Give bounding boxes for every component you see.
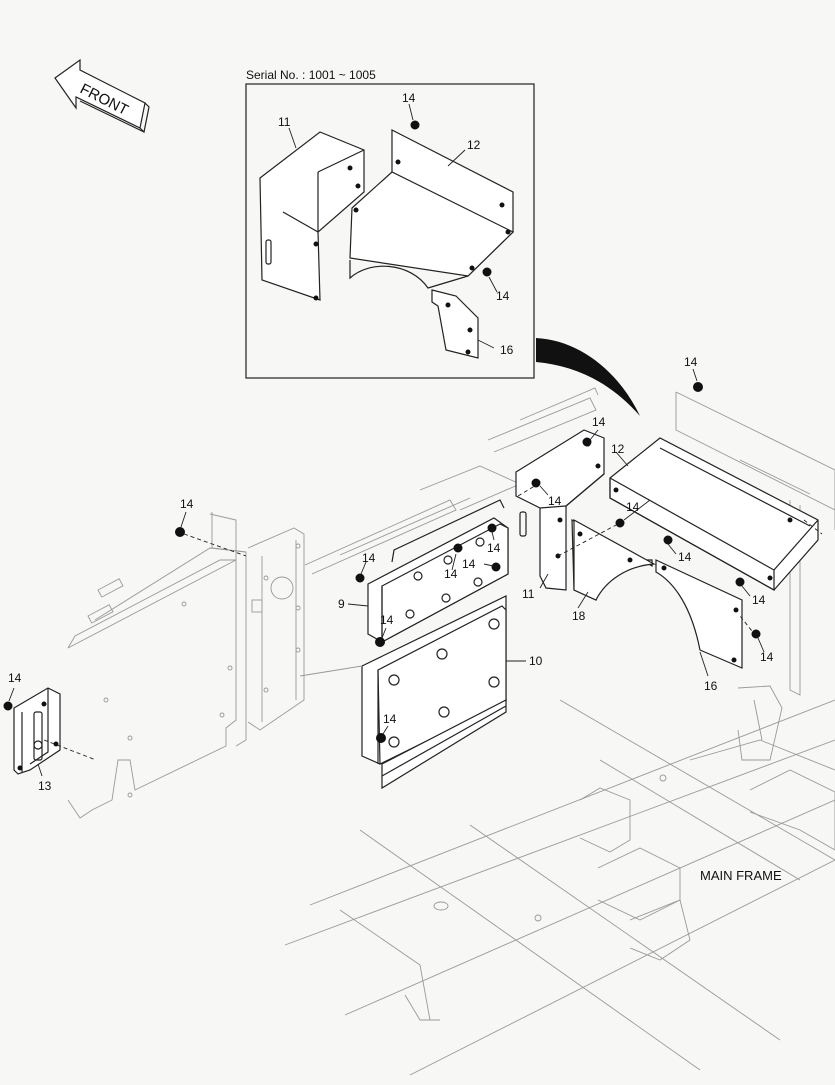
bolt-14: [175, 527, 185, 537]
callout-12: 12: [611, 442, 625, 456]
serial-number-label: Serial No. : 1001 ~ 1005: [246, 68, 376, 82]
bolt-14: [751, 629, 761, 639]
callout-14: 14: [8, 671, 22, 685]
callout-14: 14: [362, 551, 376, 565]
callout-14: 14: [383, 712, 397, 726]
leader-lines: [8, 368, 765, 777]
callout-14: 14: [684, 355, 698, 369]
inset-part-16: [431, 289, 479, 359]
part-12: [609, 437, 823, 592]
callout-14: 14: [548, 494, 562, 508]
part-9: [367, 499, 509, 644]
bolt-14: [693, 382, 703, 392]
callout-14: 14: [444, 567, 458, 581]
callout-14: 14: [380, 613, 394, 627]
part-13: [13, 687, 97, 775]
vertical-channel: [247, 527, 305, 731]
inset-part-12: [349, 129, 515, 289]
bolt-14: [375, 637, 385, 647]
callout-14: 14: [626, 500, 640, 514]
callout-14: 14: [487, 541, 501, 555]
bolt-14: [453, 543, 463, 553]
left-frame-panel: [67, 512, 247, 819]
bolt-14: [663, 535, 673, 545]
callout-16: 16: [704, 679, 718, 693]
callout-14: 14: [752, 593, 766, 607]
bolt-13: [3, 701, 13, 711]
bolt-14: [376, 733, 386, 743]
part-18: [571, 518, 657, 601]
part-16: [655, 559, 743, 669]
inset-bolt: [482, 267, 492, 277]
callout-11: 11: [522, 587, 535, 601]
inset-callout-12: 12: [467, 138, 481, 152]
bolt-14: [355, 573, 365, 583]
callout-14: 14: [462, 557, 476, 571]
inset-callout-14: 14: [496, 289, 510, 303]
inset-callout-11: 11: [278, 115, 291, 129]
main-frame-label: MAIN FRAME: [700, 868, 782, 883]
callout-9: 9: [338, 597, 345, 611]
serial-inset: Serial No. : 1001 ~ 1005: [245, 68, 535, 379]
callout-18: 18: [572, 609, 586, 623]
inset-pointer-arrow: [536, 338, 640, 416]
inset-part-11: [259, 131, 365, 301]
callout-14: 14: [678, 550, 692, 564]
part-10: [299, 595, 507, 790]
callouts: 14 14 12 14 11 18 14 14 14 14 16 14 14 1…: [8, 355, 774, 793]
bolt-14: [735, 577, 745, 587]
front-arrow: FRONT: [54, 58, 150, 134]
part-11: [515, 429, 605, 591]
bolt-14: [582, 437, 592, 447]
callout-14: 14: [180, 497, 194, 511]
bolt-14: [487, 523, 497, 533]
bolt-14: [491, 562, 501, 572]
inset-bolt: [410, 120, 420, 130]
bolt-14: [615, 518, 625, 528]
callout-10: 10: [529, 654, 543, 668]
callout-14: 14: [592, 415, 606, 429]
inset-callout-16: 16: [500, 343, 514, 357]
frame-background: [284, 387, 835, 1076]
inset-callout-14: 14: [402, 91, 416, 105]
callout-14: 14: [760, 650, 774, 664]
bolt-14: [531, 478, 541, 488]
callout-13: 13: [38, 779, 52, 793]
